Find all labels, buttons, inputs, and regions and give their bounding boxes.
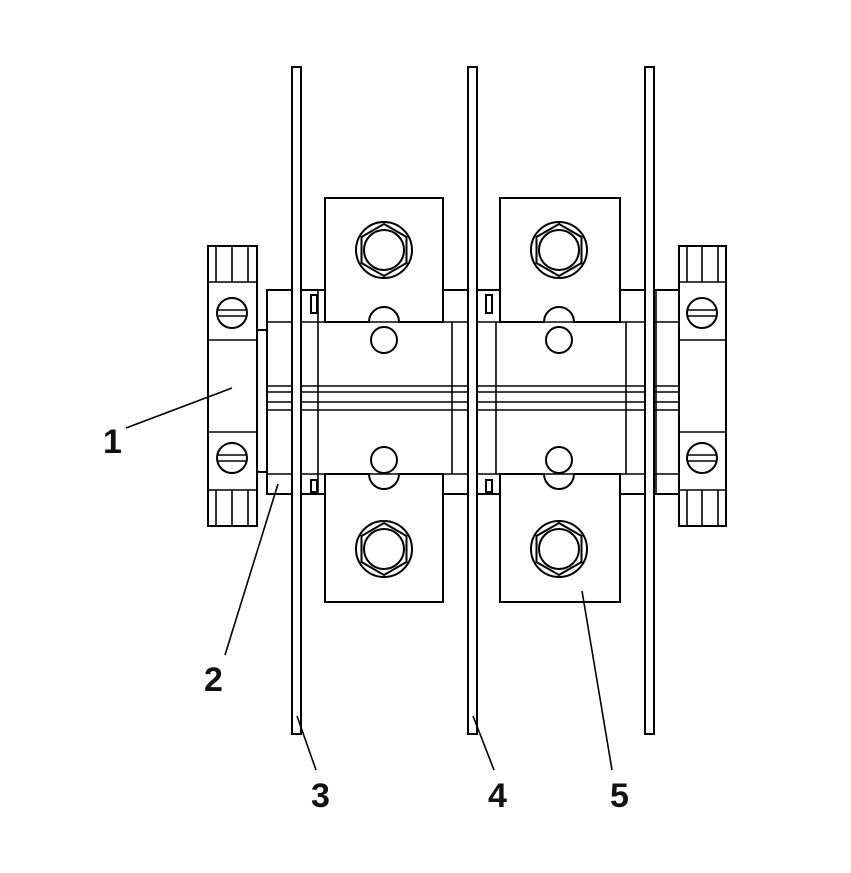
terminal-lug-top-left bbox=[324, 197, 444, 323]
leader-line-1 bbox=[125, 387, 233, 429]
hex-bolt-icon bbox=[355, 520, 413, 578]
screw-icon bbox=[216, 442, 248, 474]
leader-line-4 bbox=[472, 715, 495, 771]
hex-bolt-icon bbox=[355, 221, 413, 279]
leader-line-3 bbox=[296, 715, 317, 771]
screw-icon bbox=[686, 297, 718, 329]
callout-5: 5 bbox=[610, 777, 629, 815]
hex-bolt-icon bbox=[530, 221, 588, 279]
left-end-clamp bbox=[207, 245, 268, 527]
callout-1: 1 bbox=[103, 423, 122, 461]
terminal-lug-bottom-right bbox=[499, 473, 621, 603]
terminal-lug-top-right bbox=[499, 197, 621, 323]
separator-plate-middle bbox=[467, 66, 478, 735]
screw-icon bbox=[216, 297, 248, 329]
right-end-clamp bbox=[678, 245, 727, 527]
separator-plate-right bbox=[644, 66, 655, 735]
screw-icon bbox=[686, 442, 718, 474]
separator-plate-left bbox=[291, 66, 302, 735]
callout-4: 4 bbox=[488, 777, 507, 815]
hex-bolt-icon bbox=[530, 520, 588, 578]
terminal-lug-bottom-left bbox=[324, 473, 444, 603]
callout-2: 2 bbox=[204, 661, 223, 699]
leader-line-5 bbox=[581, 590, 613, 771]
callout-3: 3 bbox=[311, 777, 330, 815]
leader-line-2 bbox=[224, 483, 279, 656]
